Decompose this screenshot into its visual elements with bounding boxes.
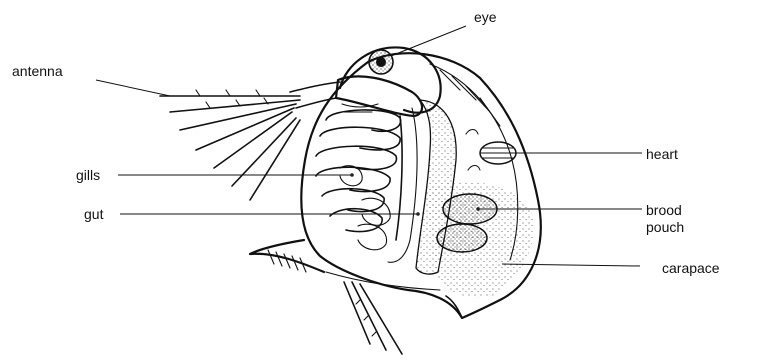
post-abdomen — [250, 240, 324, 272]
label-gills: gills — [76, 167, 100, 183]
egg-lower — [437, 224, 487, 252]
eye-leader — [391, 26, 466, 56]
antenna-leader — [96, 80, 170, 96]
label-gut: gut — [84, 206, 104, 222]
tail-spines — [344, 282, 402, 354]
label-brood: brood — [646, 202, 682, 218]
label-antenna: antenna — [12, 63, 63, 79]
label-pouch: pouch — [646, 219, 684, 235]
heart — [480, 142, 516, 164]
label-heart: heart — [646, 146, 678, 162]
label-eye: eye — [474, 9, 497, 25]
label-carapace: carapace — [662, 260, 720, 276]
antenna-branches — [160, 90, 300, 200]
gills — [316, 110, 401, 250]
